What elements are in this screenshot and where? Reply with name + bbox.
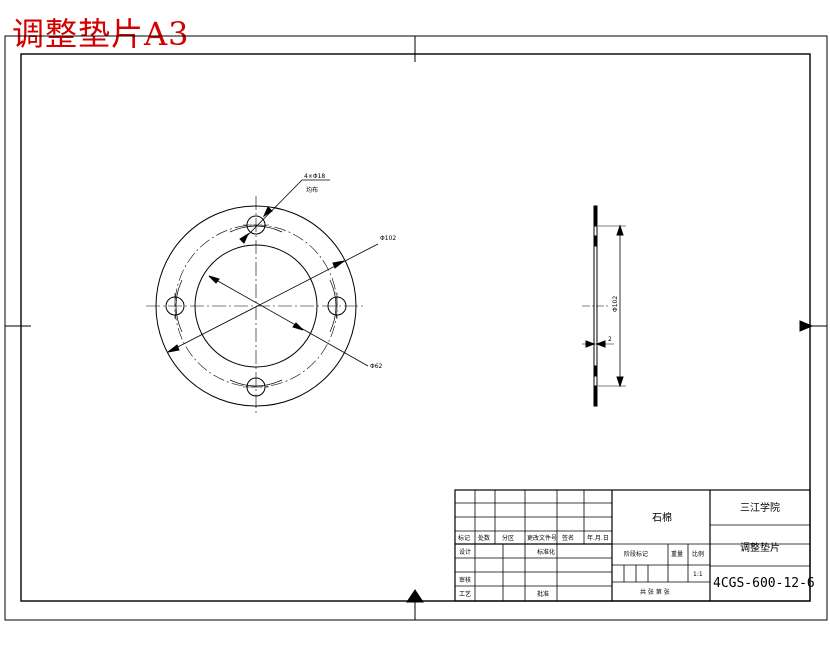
sheet-frame [4, 35, 828, 621]
hole-section-mid-top [593, 235, 598, 247]
outer-border [4, 35, 828, 621]
dim-arrow [332, 260, 345, 269]
title-block-text: 标记 处数 分区 更改文件号 签名 年.月.日 设计 标准化 审核 工艺 批准 … [458, 501, 815, 598]
outer-diameter-label: Φ102 [380, 235, 396, 242]
tb-school: 三江学院 [740, 501, 780, 514]
hole-section-mid-bottom [593, 365, 598, 377]
tb-label-review: 审核 [459, 576, 471, 584]
orientation-arrow-bottom [406, 589, 424, 603]
hole-callout-label: 4×Φ18 [304, 173, 325, 180]
tb-scale: 1:1 [693, 571, 703, 578]
dim-arrow [167, 344, 180, 353]
tb-part-name: 调整垫片 [740, 541, 780, 554]
dim-arrow [292, 322, 304, 331]
side-diameter-label: Φ102 [612, 296, 619, 312]
tb-label-count: 处数 [478, 534, 490, 542]
title-block-frame [454, 489, 811, 602]
bolt-arc-mark [175, 279, 183, 333]
dim-arrow [239, 232, 250, 244]
inner-diameter-dim-line [208, 275, 369, 367]
hole-leader-line [245, 179, 303, 238]
tb-label-design: 设计 [459, 548, 471, 556]
tb-sheets: 共 张 第 张 [640, 588, 670, 596]
hole-section-top [593, 205, 598, 227]
tb-label-ratio: 比例 [692, 550, 704, 558]
tb-label-mark: 标记 [458, 534, 470, 542]
front-view [146, 179, 379, 416]
center-lines [146, 196, 366, 416]
tb-label-standardize: 标准化 [537, 548, 555, 556]
hole-callout-note: 均布 [306, 186, 318, 194]
bolt-arc-mark [229, 379, 283, 387]
title-block [454, 489, 811, 602]
bolt-arc-mark [329, 279, 337, 333]
dim-arrow [616, 376, 624, 388]
tb-label-stage-mark: 阶段标记 [624, 550, 648, 558]
inner-border [20, 53, 811, 602]
dim-arrow [262, 206, 273, 218]
inner-diameter-label: Φ62 [370, 363, 383, 370]
tb-label-approve: 批准 [537, 590, 549, 598]
tb-label-weight: 重量 [671, 550, 683, 558]
orientation-arrow-right [799, 320, 814, 332]
dim-arrow [616, 224, 624, 236]
bolt-arc-mark [229, 225, 283, 233]
tb-material: 石棉 [652, 511, 672, 524]
tb-label-sign: 签名 [562, 534, 574, 542]
tb-label-zone: 分区 [502, 534, 514, 542]
outer-diameter-dim-line [167, 243, 379, 353]
dim-arrow [595, 340, 606, 348]
tb-label-process: 工艺 [459, 590, 471, 598]
side-view [582, 205, 626, 407]
tb-label-change-doc: 更改文件号 [527, 534, 557, 542]
dim-arrow [208, 275, 220, 284]
tb-label-date: 年.月.日 [587, 534, 609, 542]
dim-arrow [585, 340, 596, 348]
page-title: 调整垫片A3 [12, 15, 190, 53]
tb-drawing-code: 4CGS-600-12-6 [713, 576, 815, 591]
hole-section-bottom [593, 385, 598, 407]
thickness-label: 2 [608, 336, 612, 343]
